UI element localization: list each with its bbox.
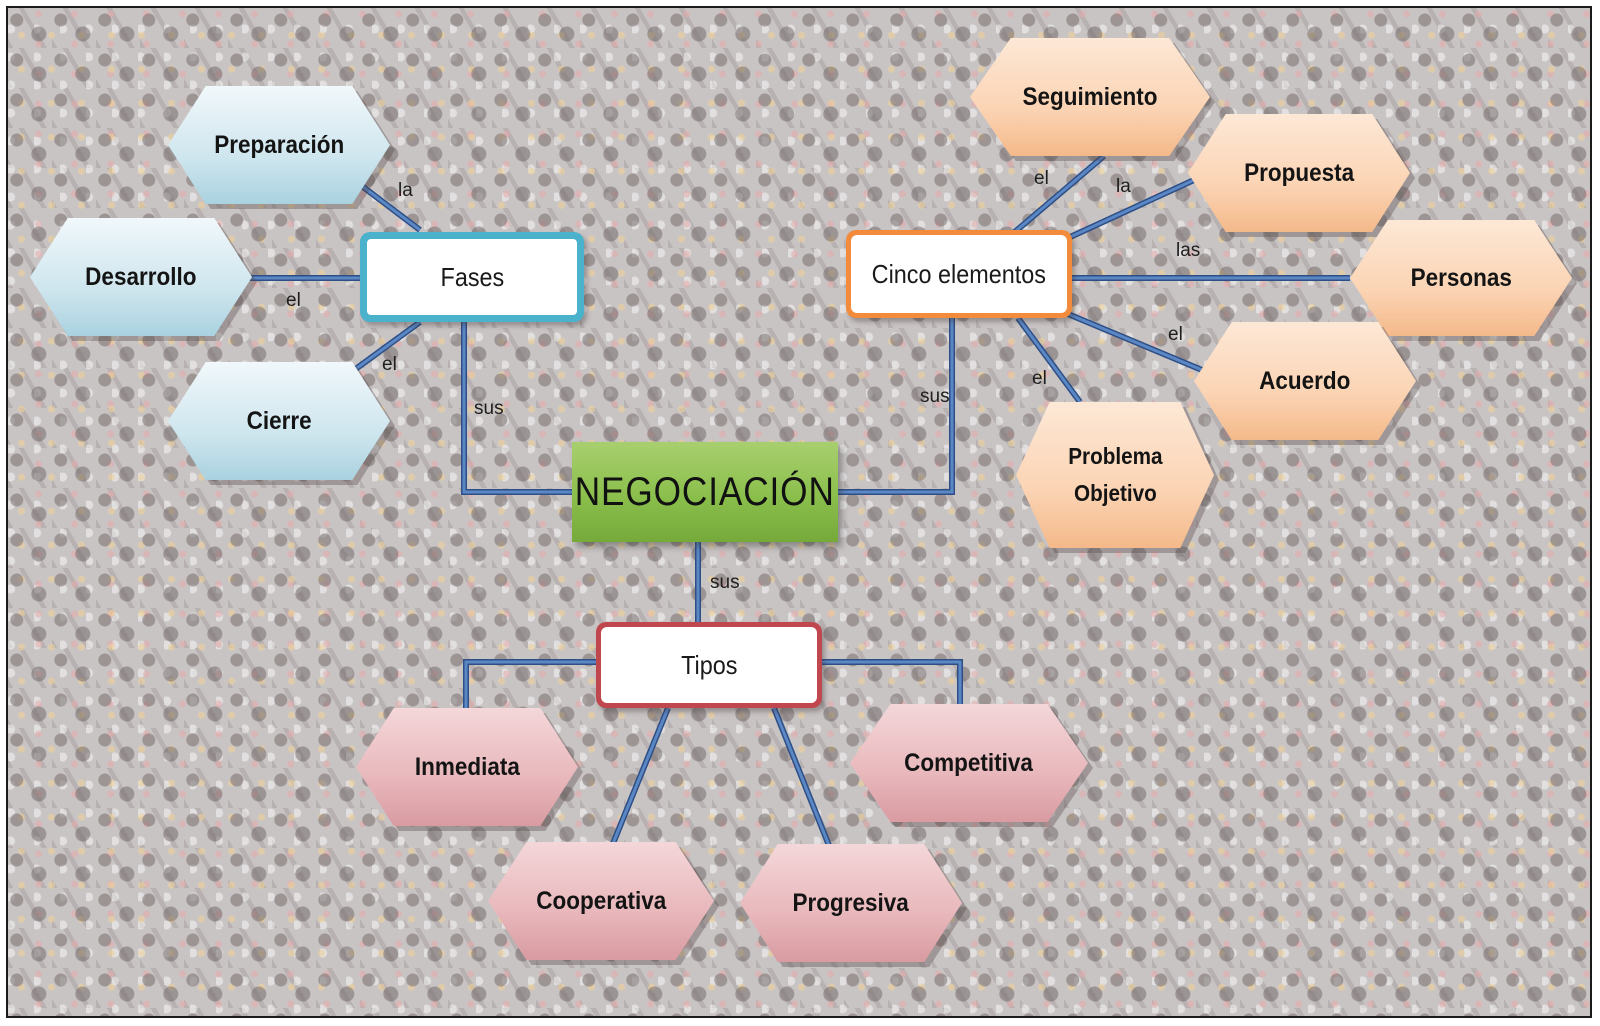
line-cinco-propuesta — [1066, 177, 1196, 241]
line-fases-preparacion — [352, 177, 422, 233]
line-tipos-cooperativa — [609, 706, 671, 848]
hex-desarrollo[interactable]: Desarrollo — [30, 218, 257, 341]
hex-seguimiento[interactable]: Seguimiento — [970, 38, 1215, 161]
line-fases-cierre — [344, 319, 422, 379]
hex-label-progresiva: Progresiva — [792, 889, 910, 917]
hex-label-propuesta: Propuesta — [1243, 159, 1355, 187]
hex-personas[interactable]: Personas — [1350, 220, 1577, 341]
line-tipos-competitiva — [822, 659, 963, 712]
connector-las-personas: las — [1176, 240, 1201, 261]
line-cinco-acuerdo — [1066, 311, 1204, 373]
connector-el-seguimiento: el — [1034, 168, 1049, 189]
hex-label-seguimiento: Seguimiento — [1022, 83, 1158, 111]
category-label-fases: Fases — [440, 261, 504, 292]
category-box-fases[interactable]: Fases — [360, 232, 584, 322]
connector-la-propuesta: la — [1116, 176, 1131, 197]
hex-label-cooperativa: Cooperativa — [535, 887, 667, 915]
hex-acuerdo[interactable]: Acuerdo — [1194, 322, 1421, 445]
hex-label-acuerdo: Acuerdo — [1259, 367, 1351, 395]
hex-propuesta[interactable]: Propuesta — [1188, 114, 1415, 237]
line-cinco-center — [838, 318, 955, 495]
hex-label-personas: Personas — [1410, 264, 1512, 292]
category-box-tipos[interactable]: Tipos — [596, 622, 822, 708]
hex-inmediata[interactable]: Inmediata — [356, 708, 583, 831]
category-label-cinco-elementos: Cinco elementos — [871, 258, 1047, 289]
connector-el-cierre: el — [382, 354, 397, 375]
central-node-label: NEGOCIACIÓN — [574, 469, 836, 514]
line-cinco-problema — [1015, 316, 1083, 404]
hex-problema-objetivo[interactable]: Problema Objetivo — [1016, 402, 1219, 553]
category-box-cinco-elementos[interactable]: Cinco elementos — [846, 230, 1072, 318]
hex-label-desarrollo: Desarrollo — [85, 263, 197, 291]
connector-el-problema: el — [1032, 368, 1047, 389]
line-tipos-inmediata — [463, 659, 596, 712]
hex-label-cierre: Cierre — [246, 407, 312, 435]
hex-label-preparacion: Preparación — [213, 131, 345, 159]
hex-progresiva[interactable]: Progresiva — [740, 844, 967, 967]
connector-la-preparacion: la — [398, 180, 413, 201]
line-tipos-progresiva — [771, 706, 833, 850]
hex-label-competitiva: Competitiva — [904, 749, 1034, 777]
hex-preparacion[interactable]: Preparación — [168, 86, 395, 209]
hex-cooperativa[interactable]: Cooperativa — [488, 842, 719, 965]
line-cinco-seguimiento — [1008, 153, 1106, 239]
connector-el-desarrollo: el — [286, 290, 301, 311]
hex-cierre[interactable]: Cierre — [168, 362, 395, 485]
hex-label-problema-objetivo: Problema Objetivo — [1067, 443, 1163, 506]
hex-competitiva[interactable]: Competitiva — [850, 704, 1093, 827]
connector-sus-tipos: sus — [710, 572, 740, 593]
connector-el-acuerdo: el — [1168, 324, 1183, 345]
connector-sus-cinco: sus — [920, 386, 950, 407]
line-fases-center — [461, 322, 572, 495]
central-node-negociacion[interactable]: NEGOCIACIÓN — [572, 442, 838, 542]
hex-label-inmediata: Inmediata — [414, 753, 520, 781]
connector-sus-fases: sus — [474, 398, 504, 419]
category-label-tipos: Tipos — [680, 649, 738, 680]
